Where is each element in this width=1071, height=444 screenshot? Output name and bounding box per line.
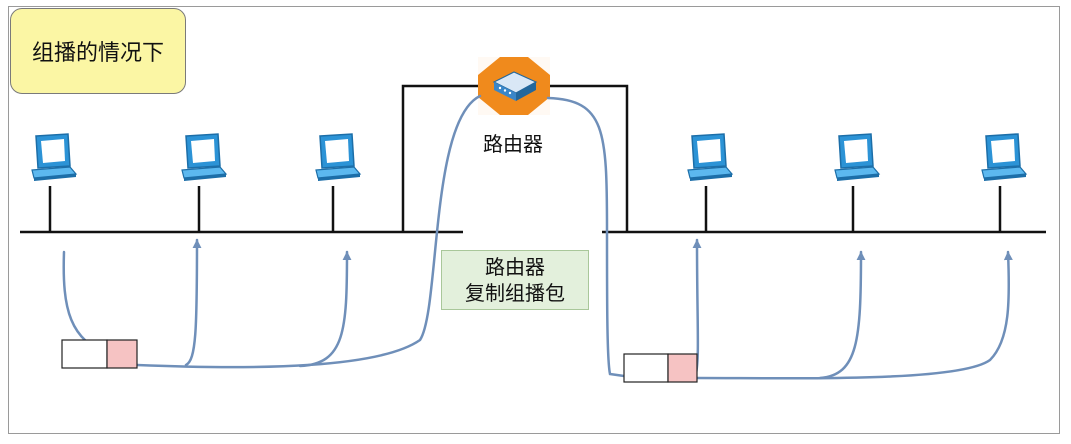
flow-to-host-5	[818, 250, 866, 380]
router-note: 路由器 复制组播包	[441, 250, 589, 310]
multicast-packet-right	[623, 353, 698, 383]
router-icon	[478, 57, 550, 115]
flow-router-down	[546, 96, 626, 378]
laptop-icon	[181, 133, 227, 182]
router-note-line-1: 路由器	[485, 255, 545, 279]
flow-to-host-2	[184, 238, 202, 367]
left-router-link	[401, 84, 488, 232]
laptop-icon	[834, 133, 880, 182]
diagram-title-text: 组播的情况下	[31, 41, 164, 66]
multicast-packet-left	[61, 339, 138, 369]
laptop-icon	[981, 133, 1027, 182]
right-router-link	[548, 84, 629, 232]
router-note-line-2: 复制组播包	[465, 281, 565, 305]
flow-to-host-3	[298, 250, 352, 368]
laptop-icon	[687, 133, 733, 182]
diagram-title: 组播的情况下	[10, 8, 186, 94]
flow-to-router	[135, 94, 482, 369]
laptop-icon	[315, 133, 361, 182]
router-label: 路由器	[483, 132, 543, 156]
laptop-icon	[31, 133, 77, 182]
flow-to-host-6	[695, 250, 1013, 380]
